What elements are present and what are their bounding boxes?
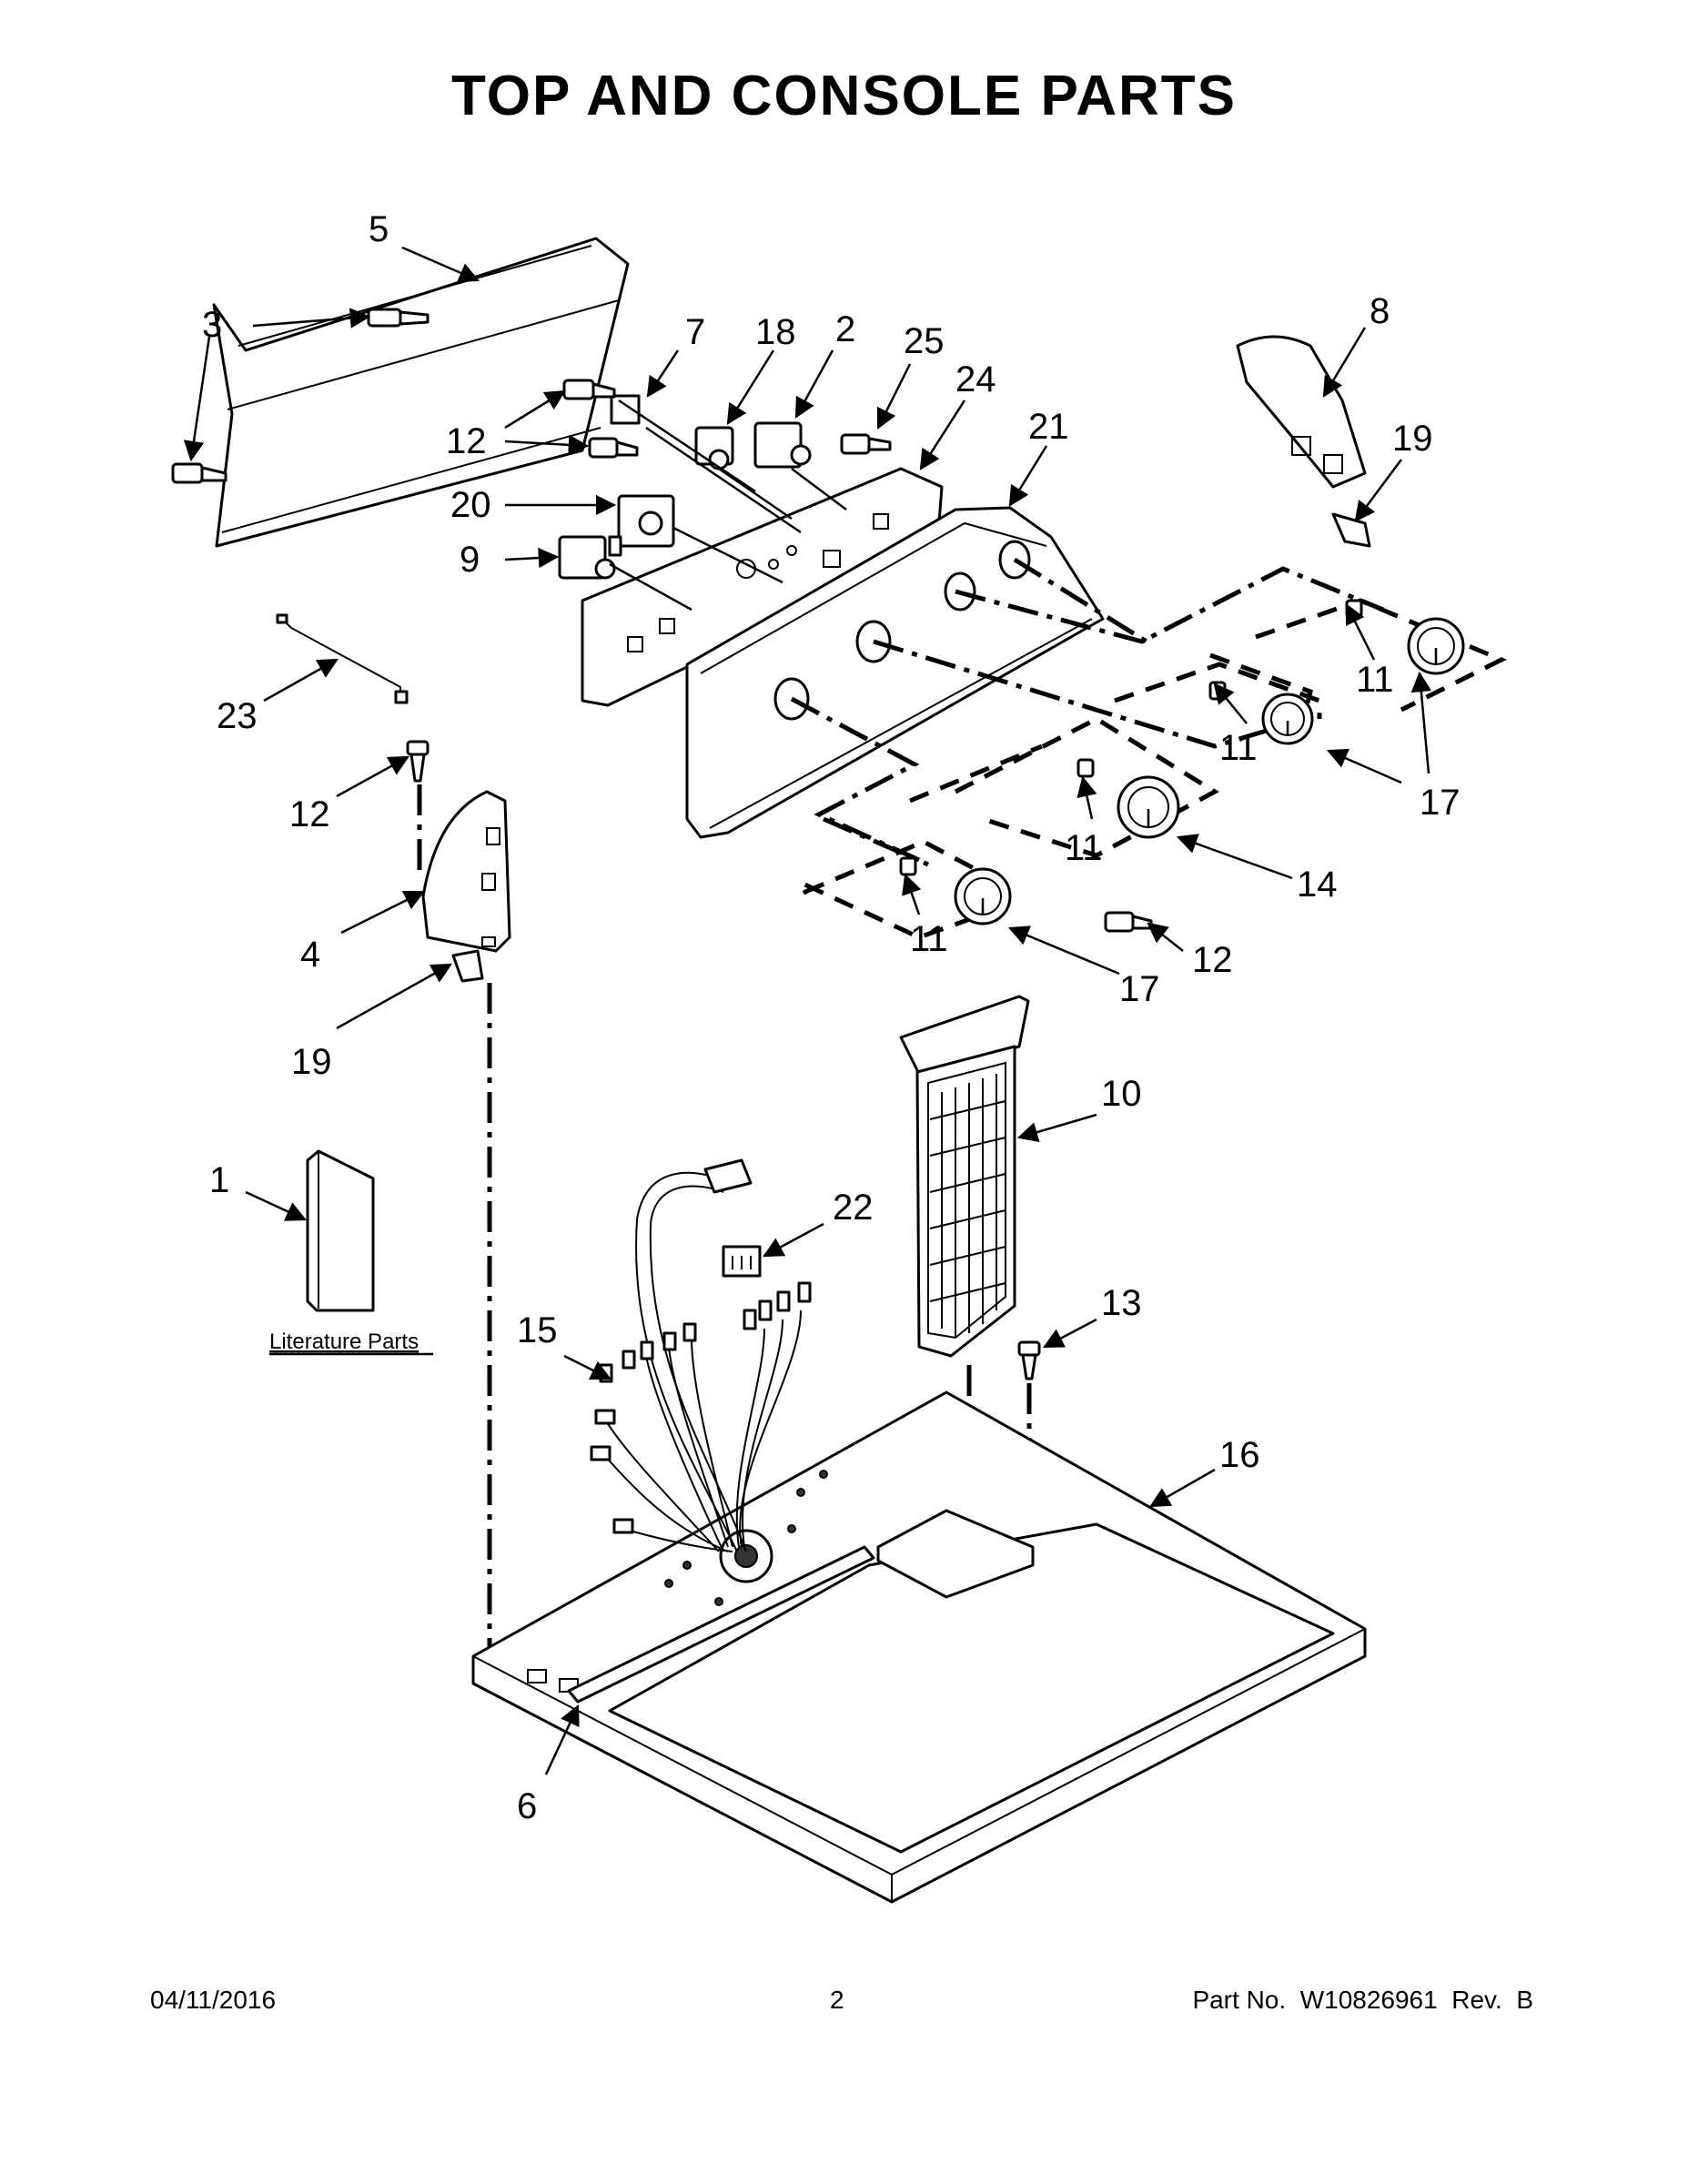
console-21 — [685, 506, 1105, 839]
literature-booklet-1 — [306, 1149, 375, 1312]
callout-21: 21 — [1028, 407, 1069, 447]
callout-11-a: 11 — [1356, 660, 1394, 700]
wire-harness-15 — [590, 1158, 812, 1552]
callout-12-top: 12 — [446, 421, 487, 461]
knob-clip-11-d — [899, 856, 917, 876]
callouts: 5 3 7 18 2 25 24 21 8 19 12 20 9 23 12 4… — [202, 209, 1461, 1826]
screw-12-right — [1104, 911, 1153, 933]
callout-17-left: 17 — [1119, 969, 1160, 1009]
callout-9: 9 — [460, 540, 480, 580]
knob-17-left — [954, 867, 1012, 925]
callout-16: 16 — [1219, 1435, 1260, 1475]
clip-19-right — [1331, 512, 1371, 548]
callout-12-left: 12 — [289, 794, 330, 834]
literature-parts-label: Literature Parts — [269, 1330, 419, 1354]
callout-2: 2 — [835, 309, 855, 349]
end-cap-8 — [1236, 335, 1367, 489]
callout-12-right: 12 — [1192, 940, 1233, 980]
screw-12-top-b — [588, 437, 639, 459]
callout-4: 4 — [300, 935, 320, 975]
callout-19-right: 19 — [1392, 419, 1433, 459]
callout-5: 5 — [369, 209, 389, 249]
screw-13 — [1017, 1340, 1041, 1380]
callout-22: 22 — [833, 1188, 874, 1228]
page-title: TOP AND CONSOLE PARTS — [450, 65, 1237, 127]
wire-harness-23 — [276, 613, 409, 704]
screw-12-left — [406, 740, 430, 783]
screw-3-lower — [171, 462, 227, 484]
callout-17-right: 17 — [1420, 783, 1461, 823]
callout-11-c: 11 — [1065, 828, 1103, 868]
leader-lines — [183, 246, 1432, 1775]
knob-right-middle — [1261, 693, 1314, 745]
knob-clip-11-b — [1208, 681, 1227, 701]
callout-11-d: 11 — [910, 919, 948, 959]
callout-19-left: 19 — [291, 1042, 332, 1082]
callout-10: 10 — [1101, 1074, 1142, 1114]
switch-2 — [753, 421, 812, 469]
callout-8: 8 — [1370, 291, 1390, 331]
knob-14 — [1117, 775, 1180, 839]
callout-25: 25 — [904, 321, 945, 361]
timer-20 — [608, 494, 675, 557]
end-cap-4 — [421, 790, 511, 953]
callout-15: 15 — [517, 1310, 558, 1350]
callout-7: 7 — [685, 312, 705, 352]
strip-6 — [567, 1545, 875, 1704]
footer-date: 04/11/2016 — [150, 1986, 277, 2014]
switch-18 — [694, 426, 734, 470]
rear-console-panel — [212, 237, 630, 548]
footer-page-number: 2 — [830, 1986, 844, 2014]
connector-22 — [722, 1245, 762, 1278]
knob-clip-11-c — [1076, 758, 1095, 778]
callout-11-b: 11 — [1219, 728, 1258, 768]
callout-13: 13 — [1101, 1283, 1142, 1323]
clip-19-left — [451, 949, 484, 983]
lint-screen-10 — [899, 995, 1030, 1358]
callout-1: 1 — [209, 1160, 229, 1200]
callout-24: 24 — [955, 359, 996, 399]
callout-14: 14 — [1297, 864, 1338, 905]
callout-20: 20 — [450, 485, 491, 525]
callout-18: 18 — [755, 312, 796, 352]
knob-17-right — [1407, 617, 1465, 675]
callout-3-upper: 3 — [202, 305, 222, 345]
switch-7 — [610, 394, 641, 425]
footer-part-number: Part No. W10826961 Rev. B — [1192, 1986, 1533, 2014]
top-panel-16 — [471, 1390, 1367, 1904]
screw-12-top-a — [562, 379, 616, 400]
callout-6: 6 — [517, 1786, 537, 1826]
switch-9 — [558, 535, 616, 580]
callout-23: 23 — [217, 696, 258, 736]
screw-25 — [840, 433, 892, 455]
